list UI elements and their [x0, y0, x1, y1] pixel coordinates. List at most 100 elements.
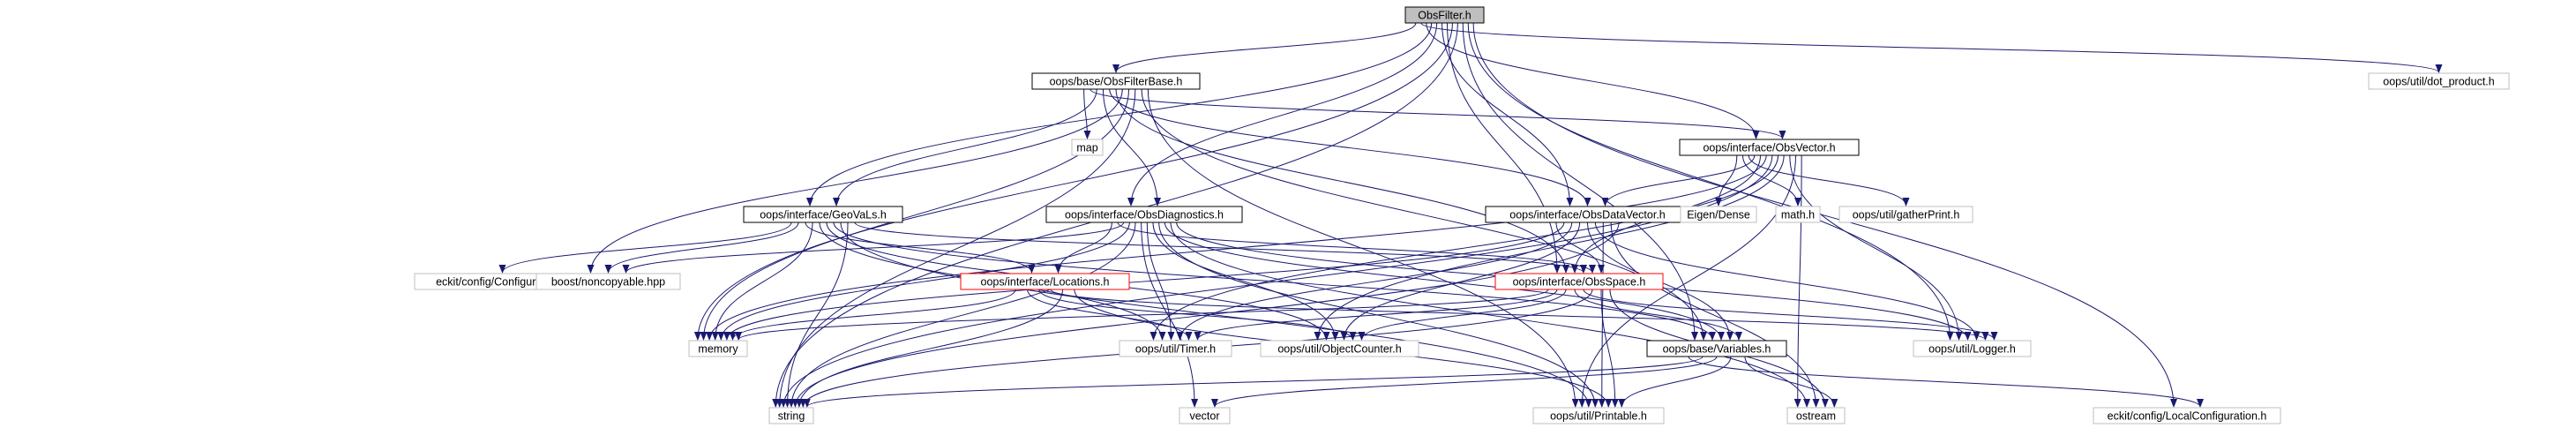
node-label-variables: oops/base/Variables.h — [1663, 343, 1771, 356]
node-locations[interactable]: oops/interface/Locations.h — [960, 273, 1130, 290]
edge-obsdiagnostics-to-variables — [1164, 222, 1725, 341]
node-box-vector — [1179, 407, 1231, 424]
node-label-obsdiagnostics: oops/interface/ObsDiagnostics.h — [1065, 209, 1224, 222]
node-box-math — [1775, 206, 1821, 223]
node-box-dotproduct — [2368, 72, 2510, 90]
edge-obsdatavector-to-ostream — [1610, 222, 1820, 408]
node-label-geovals: oops/interface/GeoVaLs.h — [760, 209, 887, 222]
edge-geovals-to-printable — [840, 222, 1592, 408]
edge-locations-to-timer — [1027, 289, 1193, 341]
node-geovals[interactable]: oops/interface/GeoVaLs.h — [743, 206, 903, 223]
node-string: string — [768, 407, 814, 424]
edge-obsfilterbase-to-obsdatavector — [1109, 88, 1591, 206]
edge-locations-to-string — [795, 289, 1063, 408]
edge-obsspace-to-logger — [1583, 289, 1998, 341]
node-eigendense: Eigen/Dense — [1680, 206, 1757, 223]
node-obsfilter[interactable]: ObsFilter.h — [1404, 6, 1485, 24]
node-box-locations — [960, 273, 1130, 290]
node-objectcounter: oops/util/ObjectCounter.h — [1260, 340, 1419, 357]
edges-layer — [498, 22, 2443, 408]
node-printable: oops/util/Printable.h — [1532, 407, 1665, 424]
node-box-variables — [1646, 340, 1787, 357]
edge-obsvector-to-gatherprint — [1748, 154, 1910, 206]
edge-geovals-to-variables — [833, 222, 1716, 341]
node-box-obsvector — [1679, 139, 1860, 156]
node-box-string — [768, 407, 814, 424]
node-variables[interactable]: oops/base/Variables.h — [1646, 340, 1787, 357]
node-box-obsfilterbase — [1031, 72, 1201, 90]
node-label-configuration: eckit/config/Configuration.h — [436, 276, 569, 289]
edge-variables-to-vector — [1211, 356, 1718, 408]
edge-obsfilterbase-to-geovals — [833, 88, 1097, 206]
node-box-obsdiagnostics — [1045, 206, 1243, 223]
node-label-timer: oops/util/Timer.h — [1135, 343, 1216, 356]
edge-obsdiagnostics-to-noncopyable — [622, 222, 1125, 274]
edge-obsdiagnostics-to-locations — [1054, 222, 1112, 274]
edge-obsvector-to-objectcounter — [1314, 154, 1785, 341]
edge-geovals-to-configuration — [498, 222, 792, 274]
node-map: map — [1071, 139, 1104, 156]
edge-obsfilterbase-to-map — [1083, 88, 1091, 139]
edge-obsvector-to-printable — [1578, 154, 1796, 408]
node-box-noncopyable — [535, 273, 681, 290]
node-label-vector: vector — [1189, 410, 1219, 423]
node-box-ostream — [1786, 407, 1846, 424]
node-box-eigendense — [1680, 206, 1757, 223]
node-obsdatavector[interactable]: oops/interface/ObsDataVector.h — [1485, 206, 1690, 223]
node-label-objectcounter: oops/util/ObjectCounter.h — [1277, 343, 1401, 356]
node-obsspace[interactable]: oops/interface/ObsSpace.h — [1494, 273, 1664, 290]
node-label-eigendense: Eigen/Dense — [1687, 209, 1750, 222]
edge-obsspace-to-timer — [1194, 289, 1558, 341]
edge-obsspace-to-memory — [735, 289, 1549, 341]
edge-locations-to-logger — [1050, 289, 1989, 341]
node-label-obsspace: oops/interface/ObsSpace.h — [1513, 276, 1646, 289]
node-gatherprint: oops/util/gatherPrint.h — [1838, 206, 1973, 223]
edge-obsdiagnostics-to-obsspace — [1117, 222, 1596, 274]
edge-obsdatavector-to-objectcounter — [1340, 222, 1581, 341]
edge-obsdiagnostics-to-vector — [1141, 222, 1199, 408]
node-obsfilterbase[interactable]: oops/base/ObsFilterBase.h — [1031, 72, 1201, 90]
node-label-obsdatavector: oops/interface/ObsDataVector.h — [1509, 209, 1666, 222]
edge-obsvector-to-logger — [1789, 154, 1963, 341]
edge-obsdiagnostics-to-objectcounter — [1152, 222, 1339, 341]
node-box-localconfig — [2093, 407, 2281, 424]
edge-geovals-to-string — [783, 222, 849, 408]
edge-geovals-to-locations — [805, 222, 1036, 274]
edge-obsfilter-to-memory — [693, 22, 1453, 341]
node-logger: oops/util/Logger.h — [1913, 340, 2032, 357]
edge-obsfilterbase-to-noncopyable — [587, 88, 1123, 274]
edge-obsfilter-to-obsdiagnostics — [1127, 22, 1438, 206]
node-label-ostream: ostream — [1796, 410, 1836, 423]
node-label-logger: oops/util/Logger.h — [1928, 343, 2016, 356]
edge-obsdatavector-to-timer — [1176, 222, 1573, 341]
node-box-gatherprint — [1838, 206, 1973, 223]
node-label-obsvector: oops/interface/ObsVector.h — [1703, 142, 1835, 154]
edge-locations-to-objectcounter — [1038, 289, 1357, 341]
node-obsvector[interactable]: oops/interface/ObsVector.h — [1679, 139, 1860, 156]
edge-obsdiagnostics-to-memory — [717, 222, 1130, 341]
node-label-localconfig: eckit/config/LocalConfiguration.h — [2108, 410, 2267, 423]
node-memory: memory — [688, 340, 748, 357]
node-obsdiagnostics[interactable]: oops/interface/ObsDiagnostics.h — [1045, 206, 1243, 223]
edge-obsfilterbase-to-obsvector — [1090, 88, 1786, 139]
edge-obsfilter-to-logger — [1467, 22, 1954, 341]
node-label-memory: memory — [698, 343, 738, 356]
edge-locations-to-memory — [729, 289, 1016, 341]
edge-obsfilter-to-obsspace — [1446, 22, 1561, 274]
edge-obsspace-to-objectcounter — [1358, 289, 1567, 341]
node-timer: oops/util/Timer.h — [1119, 340, 1232, 357]
node-label-math: math.h — [1781, 209, 1815, 222]
edge-obsfilter-to-geovals — [806, 22, 1433, 206]
edge-obsdatavector-to-obsspace — [1555, 222, 1605, 274]
edge-obsfilterbase-to-variables — [1141, 88, 1707, 341]
edge-geovals-to-memory — [711, 222, 813, 341]
edge-obsvector-to-obsdatavector — [1601, 154, 1756, 206]
edge-obsfilterbase-to-memory — [700, 88, 1130, 341]
node-label-noncopyable: boost/noncopyable.hpp — [551, 276, 665, 289]
node-noncopyable: boost/noncopyable.hpp — [535, 273, 681, 290]
edge-obsfilterbase-to-obsdiagnostics — [1102, 88, 1161, 206]
edge-obsdatavector-to-memory — [723, 222, 1565, 341]
edge-obsvector-to-timer — [1149, 154, 1778, 341]
node-label-gatherprint: oops/util/gatherPrint.h — [1853, 209, 1960, 222]
